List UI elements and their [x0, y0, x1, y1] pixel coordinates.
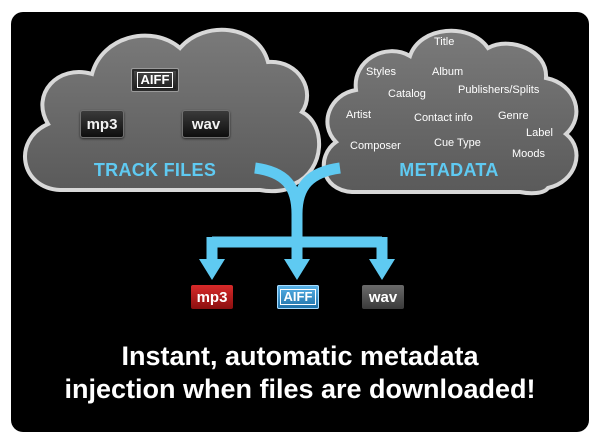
output-mp3-badge: mp3	[191, 285, 233, 309]
arrowheads	[199, 259, 395, 280]
metadata-field-title: Title	[434, 36, 455, 48]
headline-line-2: injection when files are downloaded!	[64, 374, 536, 404]
wav-file-label: wav	[191, 115, 221, 133]
metadata-field-genre: Genre	[498, 110, 529, 122]
metadata-cloud	[321, 28, 579, 196]
metadata-field-styles: Styles	[366, 66, 396, 78]
metadata-field-contact-info: Contact info	[414, 112, 473, 124]
connector-arrows	[206, 162, 388, 262]
track-files-cloud	[23, 27, 322, 194]
wav-file-badge: wav	[182, 110, 230, 138]
mp3-file-label: mp3	[86, 115, 118, 133]
metadata-field-publishers-splits: Publishers/Splits	[458, 84, 540, 96]
headline: Instant, automatic metadata injection wh…	[0, 340, 600, 406]
metadata-title: METADATA	[399, 160, 499, 180]
arrowhead-center	[284, 259, 310, 280]
output-wav-badge: wav	[362, 285, 404, 309]
headline-line-1: Instant, automatic metadata	[121, 341, 479, 371]
aiff-file-badge: AIFF	[131, 68, 179, 92]
metadata-field-catalog: Catalog	[388, 88, 426, 100]
track-files-title: TRACK FILES	[93, 160, 217, 180]
output-wav-label: wav	[368, 288, 398, 306]
aiff-file-label: AIFF	[136, 72, 174, 88]
mp3-file-badge: mp3	[80, 110, 124, 138]
arrowhead-right	[369, 259, 395, 280]
metadata-field-cue-type: Cue Type	[434, 137, 481, 149]
output-aiff-badge: AIFF	[277, 285, 319, 309]
metadata-field-label: Label	[526, 127, 553, 139]
metadata-field-composer: Composer	[350, 140, 401, 152]
metadata-field-album: Album	[432, 66, 464, 78]
arrowhead-left	[199, 259, 225, 280]
connector-right-curve	[291, 162, 341, 215]
metadata-field-moods: Moods	[512, 148, 546, 160]
output-mp3-label: mp3	[196, 288, 228, 306]
output-aiff-label: AIFF	[279, 289, 317, 305]
metadata-field-artist: Artist	[346, 109, 372, 121]
